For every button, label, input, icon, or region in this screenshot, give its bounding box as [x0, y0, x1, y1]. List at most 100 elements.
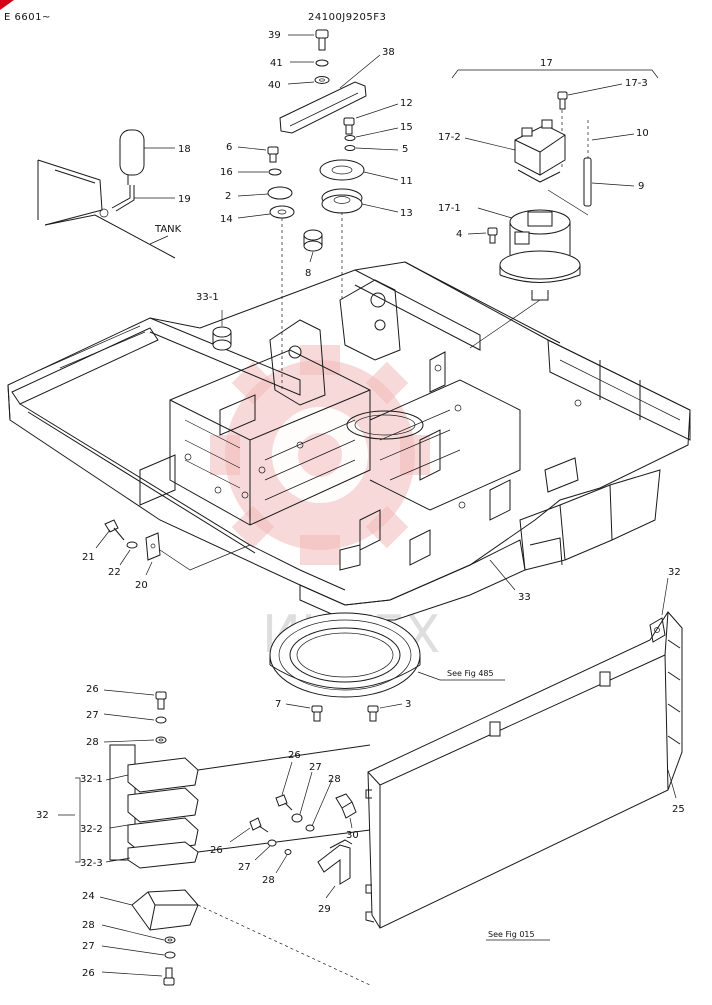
callout-16: 16	[220, 167, 233, 178]
callout-15: 15	[400, 122, 413, 133]
callout-11: 11	[400, 176, 413, 187]
callout-14: 14	[220, 214, 233, 225]
callout-41: 41	[270, 58, 283, 69]
swing-bearing	[269, 612, 421, 698]
part-33-1-pin	[212, 326, 232, 351]
part-28-washer-lower	[164, 936, 176, 944]
callout-28-lower-left: 28	[82, 920, 95, 931]
part-17-2-valve	[514, 119, 566, 183]
callout-28-middle-b: 28	[262, 875, 275, 886]
callout-13: 13	[400, 208, 413, 219]
part-27-washer-lower	[164, 951, 176, 959]
callout-29: 29	[318, 904, 331, 915]
callout-20: 20	[135, 580, 148, 591]
callout-22: 22	[108, 567, 121, 578]
callout-6: 6	[226, 142, 232, 153]
callout-9: 9	[638, 181, 644, 192]
corner-mark	[0, 0, 14, 10]
part-3-bolt	[367, 705, 379, 722]
watermark-logo	[210, 345, 430, 565]
callout-40: 40	[268, 80, 281, 91]
part-41-washer	[315, 59, 329, 67]
drawing-number-label: 24100J9205F3	[308, 12, 386, 23]
tank-outline	[37, 159, 176, 259]
callout-38: 38	[382, 47, 395, 58]
callout-24: 24	[82, 891, 95, 902]
part-4-bolt	[487, 227, 498, 244]
part-27-washer-middle-a	[291, 813, 303, 823]
part-28-washer-middle-a	[305, 824, 315, 832]
callout-7: 7	[275, 699, 281, 710]
callout-26-middle-b: 26	[210, 845, 223, 856]
part-6-bolt	[267, 146, 279, 163]
part-12-bolt	[343, 117, 355, 135]
part-27-washer-upper	[155, 716, 167, 724]
callout-32-2: 32-2	[80, 824, 103, 835]
callout-27-upper-left: 27	[86, 710, 99, 721]
callout-4: 4	[456, 229, 462, 240]
part-2-plate	[267, 186, 293, 200]
callout-3: 3	[405, 699, 411, 710]
part-26-bolt-middle-b	[249, 817, 269, 833]
part-21-bolt	[104, 519, 125, 541]
part-29-bracket	[317, 839, 353, 885]
part-15-washer	[344, 135, 356, 141]
part-17-3-bolt	[557, 91, 568, 110]
callout-17-3: 17-3	[625, 78, 648, 89]
callout-27-lower-left: 27	[82, 941, 95, 952]
callout-2: 2	[225, 191, 231, 202]
callout-27-middle-a: 27	[309, 762, 322, 773]
part-26-bolt-upper	[155, 691, 167, 710]
part-20-bracket	[145, 532, 161, 561]
callout-39: 39	[268, 30, 281, 41]
part-30-spacer	[335, 793, 357, 819]
part-28-washer-upper	[155, 736, 167, 744]
callout-26-middle-a: 26	[288, 750, 301, 761]
part-24-weight	[131, 889, 199, 931]
callout-27-middle-b: 27	[238, 862, 251, 873]
callout-25: 25	[672, 804, 685, 815]
part-8-bushing	[303, 229, 323, 252]
part-5-washer	[344, 145, 356, 151]
part-22-washer	[126, 541, 138, 549]
callout-19: 19	[178, 194, 191, 205]
callout-32-1: 32-1	[80, 774, 103, 785]
part-27-washer-middle-b	[267, 839, 277, 847]
part-17-1-swing-motor	[499, 209, 581, 301]
part-19-pipe	[111, 185, 135, 212]
callout-30: 30	[346, 830, 359, 841]
callout-12: 12	[400, 98, 413, 109]
serial-range-label: E 6601~	[4, 12, 51, 23]
callout-33-1: 33-1	[196, 292, 219, 303]
callout-tank: TANK	[154, 224, 182, 235]
group-32-bracket	[75, 777, 81, 863]
part-7-bolt	[311, 705, 323, 722]
part-11-ring	[319, 159, 365, 181]
part-26-bolt-lower	[163, 967, 175, 986]
callout-28-middle-a: 28	[328, 774, 341, 785]
part-39-bolt	[315, 29, 329, 51]
part-14-spacer	[269, 205, 295, 219]
callout-5: 5	[402, 144, 408, 155]
part-16-washer	[268, 168, 282, 176]
callout-32-top: 32	[668, 567, 681, 578]
part-9-pin	[583, 157, 592, 207]
reference-fig-015: See Fig 015	[488, 930, 535, 939]
callout-21: 21	[82, 552, 95, 563]
callout-17-1: 17-1	[438, 203, 461, 214]
part-32-weight-stack	[109, 744, 371, 869]
reference-fig-485: See Fig 485	[447, 669, 494, 678]
part-25-counterweight	[365, 611, 683, 929]
callout-32-3: 32-3	[80, 858, 103, 869]
callout-33: 33	[518, 592, 531, 603]
callout-28-upper-left: 28	[86, 737, 99, 748]
callout-26-lower-left: 26	[82, 968, 95, 979]
callout-32-left: 32	[36, 810, 49, 821]
callout-10: 10	[636, 128, 649, 139]
part-28-washer-middle-b	[284, 849, 292, 855]
callout-17-2: 17-2	[438, 132, 461, 143]
part-18-breather	[119, 129, 145, 185]
part-38-plate	[279, 81, 367, 134]
